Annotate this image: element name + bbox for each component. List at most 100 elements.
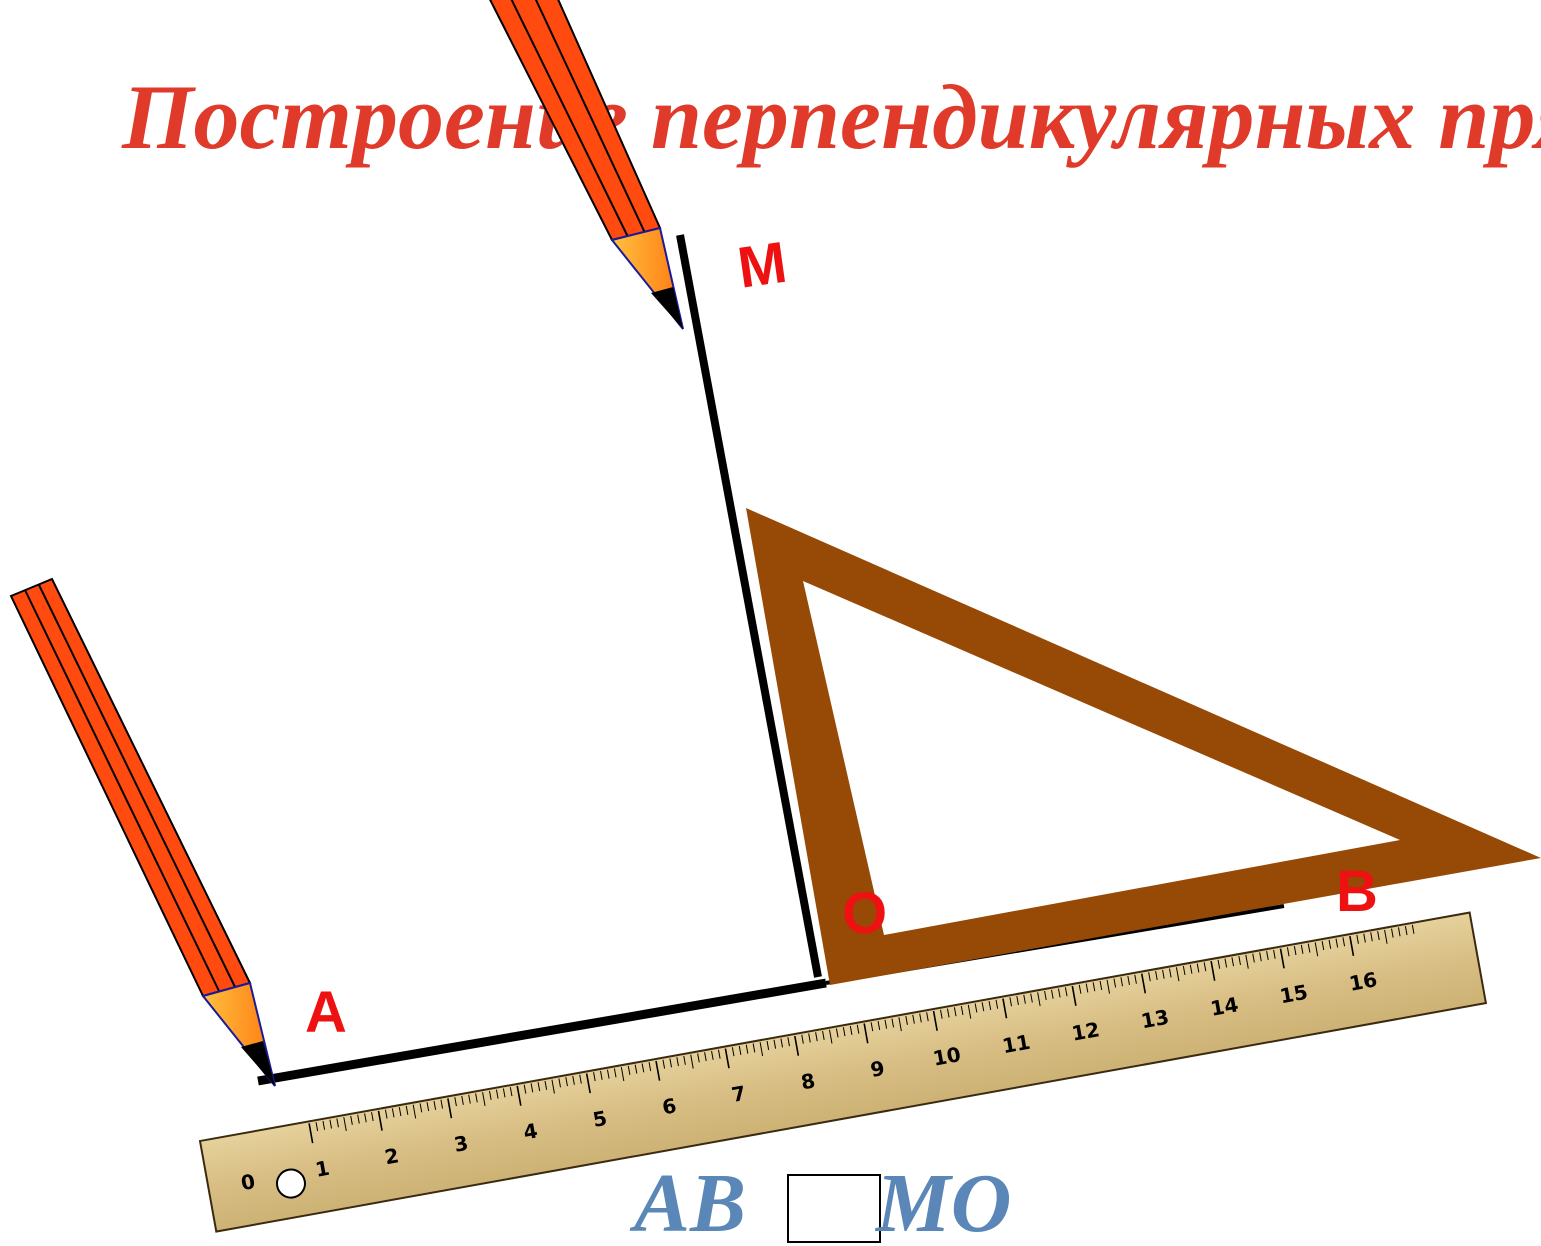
ruler-tick bbox=[711, 1050, 714, 1060]
ruler-tick bbox=[1384, 929, 1388, 944]
ruler-tick bbox=[794, 1035, 800, 1056]
ruler-tick bbox=[745, 1044, 749, 1054]
ruler-tick bbox=[683, 1055, 686, 1065]
formula-mo: MO bbox=[874, 1157, 1011, 1246]
ruler-tick bbox=[891, 1018, 895, 1028]
point-label-m: M bbox=[734, 230, 791, 301]
ruler-tick bbox=[870, 1022, 874, 1032]
ruler-tick bbox=[426, 1102, 430, 1112]
ruler-tick bbox=[454, 1097, 457, 1107]
ruler-tick bbox=[495, 1089, 499, 1099]
ruler-tick bbox=[815, 1032, 818, 1042]
point-label-b: B bbox=[1336, 859, 1378, 924]
ruler-tick bbox=[530, 1083, 534, 1093]
ruler-tick bbox=[988, 1000, 992, 1010]
ruler-number: 0 bbox=[239, 1169, 257, 1195]
ruler-tick bbox=[842, 1027, 846, 1037]
ruler-tick bbox=[1210, 960, 1216, 981]
ruler-tick bbox=[676, 1057, 679, 1067]
ruler-number: 4 bbox=[522, 1118, 540, 1144]
ruler-tick bbox=[1411, 924, 1415, 934]
ruler-tick bbox=[953, 1007, 957, 1017]
ruler-tick bbox=[461, 1095, 464, 1105]
ruler-tick bbox=[391, 1108, 395, 1118]
ruler-tick bbox=[884, 1019, 888, 1029]
ruler-number: 15 bbox=[1278, 980, 1310, 1009]
ruler-tick bbox=[308, 1123, 314, 1144]
ruler-tick bbox=[1391, 928, 1394, 938]
ruler-tick bbox=[1120, 977, 1124, 987]
ruler-tick bbox=[336, 1118, 339, 1128]
ruler-tick bbox=[412, 1104, 417, 1119]
ruler-hole bbox=[275, 1168, 306, 1199]
ruler-tick bbox=[447, 1098, 453, 1119]
ruler-number: 8 bbox=[799, 1068, 817, 1094]
ruler-tick bbox=[1224, 958, 1228, 968]
ruler-tick bbox=[1092, 982, 1096, 992]
ruler-tick bbox=[1335, 938, 1339, 948]
ruler-tick bbox=[1397, 927, 1401, 937]
ruler-tick bbox=[1307, 943, 1311, 953]
ruler-tick bbox=[551, 1079, 555, 1094]
point-label-o: O bbox=[842, 881, 887, 946]
ruler-tick bbox=[912, 1014, 915, 1024]
ruler-tick bbox=[1044, 990, 1047, 1001]
slide-title: Построение перпендикулярных прям bbox=[121, 66, 1541, 168]
ruler-tick bbox=[613, 1068, 617, 1078]
ruler-tick bbox=[1002, 998, 1008, 1019]
ruler-tick bbox=[585, 1073, 591, 1094]
ruler-tick bbox=[558, 1078, 561, 1088]
ruler-number: 6 bbox=[660, 1093, 678, 1119]
segment-ao bbox=[257, 978, 827, 1086]
ruler-tick bbox=[801, 1034, 804, 1044]
ruler-number: 13 bbox=[1139, 1005, 1171, 1034]
ruler-tick bbox=[1127, 975, 1130, 986]
ruler-tick bbox=[773, 1039, 777, 1049]
ruler-tick bbox=[371, 1112, 374, 1122]
ruler-tick bbox=[1342, 937, 1346, 947]
ruler-tick bbox=[627, 1065, 631, 1075]
ruler-tick bbox=[995, 999, 999, 1009]
ruler-tick bbox=[593, 1072, 596, 1082]
ruler-tick bbox=[482, 1092, 486, 1107]
ruler-tick bbox=[1217, 959, 1221, 969]
ruler-tick bbox=[1113, 978, 1117, 988]
ruler-number: 1 bbox=[313, 1156, 331, 1182]
ruler-tick bbox=[780, 1038, 784, 1048]
ruler-tick bbox=[1106, 979, 1111, 994]
ruler-tick bbox=[946, 1008, 950, 1018]
ruler-tick bbox=[572, 1075, 575, 1085]
ruler-tick bbox=[926, 1012, 929, 1022]
ruler-tick bbox=[641, 1063, 645, 1073]
ruler-tick bbox=[1231, 957, 1235, 967]
ruler-number: 11 bbox=[1000, 1030, 1032, 1059]
ruler-tick bbox=[1245, 954, 1249, 969]
ruler-tick bbox=[1134, 974, 1137, 984]
ruler-tick bbox=[669, 1058, 672, 1068]
ruler-tick bbox=[1071, 985, 1077, 1006]
ruler-number: 5 bbox=[591, 1106, 609, 1132]
ruler-tick bbox=[1078, 984, 1082, 994]
ruler-tick bbox=[1314, 942, 1319, 957]
ruler-tick bbox=[1182, 966, 1186, 976]
ruler-number: 3 bbox=[452, 1131, 470, 1157]
ruler-tick bbox=[384, 1109, 388, 1119]
ruler-tick bbox=[1349, 935, 1355, 956]
ruler-tick bbox=[835, 1028, 839, 1038]
ruler-tick bbox=[343, 1117, 347, 1132]
ruler-tick bbox=[600, 1070, 603, 1080]
ruler-tick bbox=[516, 1085, 522, 1106]
ruler-tick bbox=[1189, 964, 1193, 974]
ruler-tick bbox=[1057, 988, 1061, 998]
ruler-number: 2 bbox=[383, 1143, 401, 1169]
ruler-tick bbox=[808, 1033, 811, 1043]
ruler-tick bbox=[1286, 947, 1290, 957]
ruler-tick bbox=[759, 1042, 764, 1057]
ruler-tick bbox=[1148, 972, 1151, 982]
ruler-tick bbox=[849, 1025, 853, 1035]
ruler-tick bbox=[1099, 980, 1103, 991]
ruler-tick bbox=[856, 1024, 860, 1034]
ruler-tick bbox=[787, 1037, 790, 1047]
ruler-tick bbox=[419, 1103, 423, 1113]
pencil-lower bbox=[9, 577, 276, 1087]
